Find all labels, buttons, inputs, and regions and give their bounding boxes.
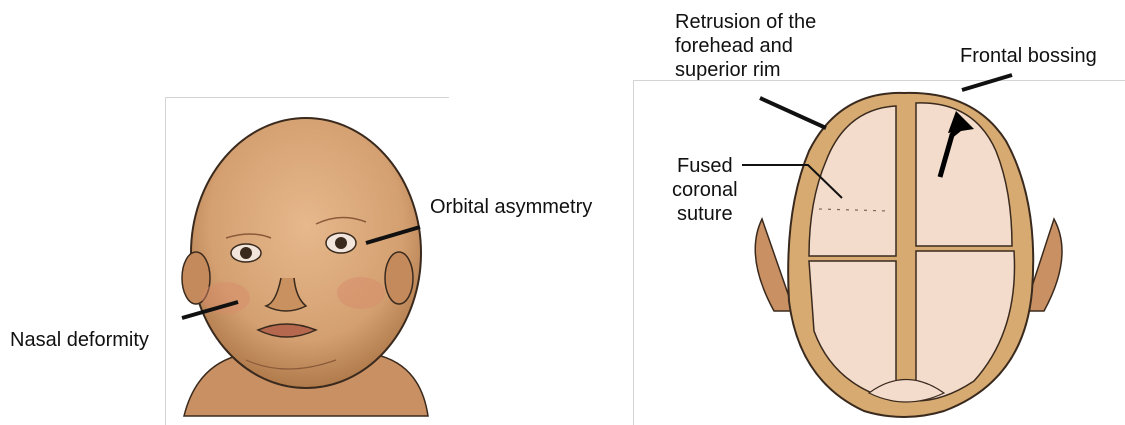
frontal-bossing-label: Frontal bossing — [960, 44, 1097, 68]
infant-face-panel — [165, 97, 449, 425]
fused-coronal-suture-label: Fused coronal suture — [672, 154, 738, 226]
fused-label-line-1: Fused — [672, 154, 738, 178]
retrusion-label-line-3: superior rim — [675, 58, 816, 82]
retrusion-label-line-2: forehead and — [675, 34, 816, 58]
fused-label-line-3: suture — [672, 202, 738, 226]
retrusion-label-line-1: Retrusion of the — [675, 10, 816, 34]
fused-label-line-2: coronal — [672, 178, 738, 202]
skull-top-view-panel — [633, 80, 1125, 425]
retrusion-label: Retrusion of the forehead and superior r… — [675, 10, 816, 82]
skull-top-view-illustration — [634, 81, 1125, 425]
nasal-deformity-label: Nasal deformity — [10, 328, 149, 352]
orbital-asymmetry-label: Orbital asymmetry — [430, 195, 592, 219]
infant-face-illustration — [166, 98, 449, 425]
